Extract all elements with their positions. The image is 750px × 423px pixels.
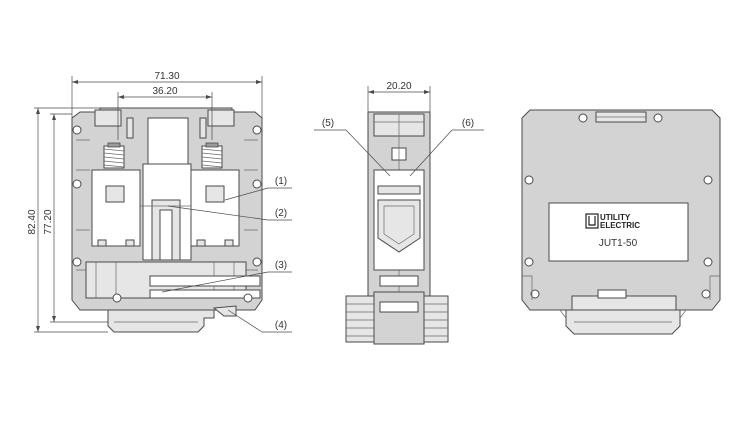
dim-overall-width: 71.30 [71,71,263,118]
back-hole-fl [530,289,540,299]
back-hole-tl [578,113,588,123]
front-hole-br [252,257,262,267]
brand-line1: UTILITY [600,213,631,222]
spring-right [201,142,223,169]
front-hole-tl [72,125,82,135]
front-hole-ml [72,179,82,189]
callout-6: (6) [409,118,484,177]
front-ribs-left [76,139,90,271]
front-hole-tr [252,125,262,135]
back-hole-br [703,257,713,267]
callout-5: (5) [314,118,391,177]
back-hole-fr [701,289,711,299]
dim-overall-height-label: 82.40 [27,209,38,234]
front-lower-bar [149,275,261,287]
svg-text:(4): (4) [275,320,287,331]
side-body-lower [373,291,425,345]
front-din-rail-foot [107,309,215,333]
side-clamp-body [377,199,421,253]
front-view: 71.30 36.20 82.40 77.20 [27,71,292,333]
side-view: 20.20 (5) (6) [314,81,484,345]
front-hole-foot-r [243,293,253,303]
back-hole-tr [653,113,663,123]
spring-left [103,142,125,169]
clamp-screw-left [105,185,125,203]
front-latch [212,305,237,317]
brand-line2: ELECTRIC [600,221,640,230]
side-slot-2b [379,301,419,313]
front-top-tab-right [207,109,235,127]
clamp-foot-l2 [125,239,135,247]
front-divider-r [199,117,207,139]
clamp-foot-l1 [97,239,107,247]
dim-side-width-label: 20.20 [386,81,411,92]
callout-1: (1) [224,176,292,201]
model-label: JUT1-50 [599,238,638,249]
front-lower-bar2 [149,289,261,299]
front-lower-ribs [95,262,235,298]
back-hole-ml [524,175,534,185]
callout-4: (4) [227,309,292,333]
back-lower-ribs [522,275,720,300]
dim-inner-height-label: 77.20 [43,209,54,234]
callout-2: (2) [167,205,292,221]
front-center-slot [147,117,189,165]
svg-text:(5): (5) [322,118,334,129]
svg-text:(6): (6) [462,118,474,129]
dim-inner-height: 77.20 [43,113,108,323]
front-divider-l [126,117,134,139]
side-clamp-bar [377,185,421,195]
front-hole-foot-l [112,293,122,303]
callout-3: (3) [161,260,292,293]
back-lower-tab [597,289,627,299]
side-clamp-inner [383,205,415,245]
front-hole-bl [72,257,82,267]
side-slot-1 [379,275,419,287]
clamp-box-right [190,169,240,247]
dim-side-width: 20.20 [367,81,431,112]
front-hole-mr [252,179,262,189]
front-busbar-slot [159,209,173,261]
clamp-screw-right [205,185,225,203]
back-hole-bl [524,257,534,267]
svg-text:(3): (3) [275,260,287,271]
front-top-tab-left [94,109,122,127]
clamp-box-left [91,169,141,247]
front-ribs-right [244,139,258,271]
back-view: UTILITY ELECTRIC JUT1-50 [521,109,721,335]
back-din-lines [559,309,687,323]
back-hole-mr [703,175,713,185]
dim-overall-height: 82.40 [27,107,108,333]
svg-text:(1): (1) [275,176,287,187]
clamp-foot-r2 [224,239,234,247]
svg-text:(2): (2) [275,208,287,219]
brand-logo: UTILITY ELECTRIC [585,213,640,230]
dim-inner-width: 36.20 [117,86,213,140]
dim-overall-width-label: 71.30 [154,71,179,82]
dim-inner-width-label: 36.20 [152,86,177,97]
clamp-foot-r1 [196,239,206,247]
label-plate [548,202,689,262]
